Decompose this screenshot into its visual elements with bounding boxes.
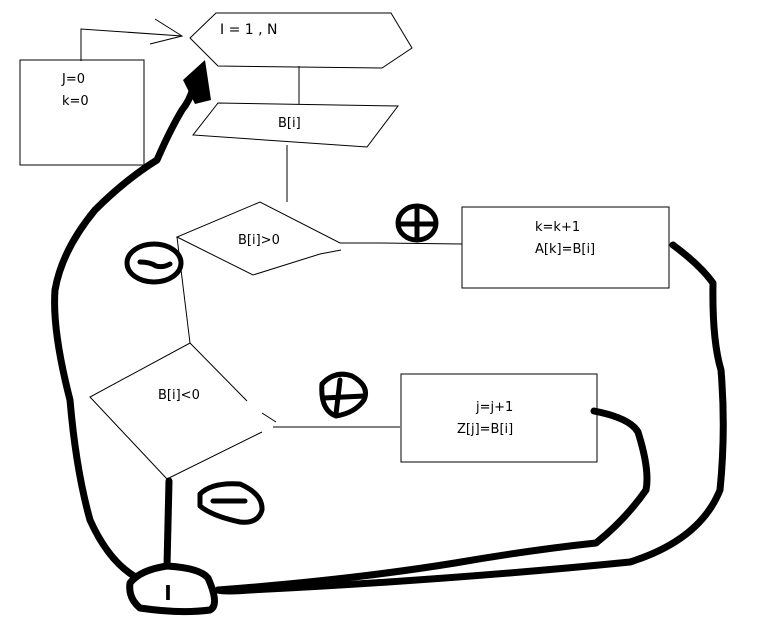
process-positive-line-2: A[k]=B[i] [535,242,595,257]
loop-end-blob: I [126,562,218,616]
positive-yes-connector [376,242,463,245]
positive-no-connector [176,236,191,344]
input-parallelogram: B[i] [192,102,399,148]
negative-yes-mark [319,371,368,419]
decision-positive: B[i]>0 [175,201,377,276]
positive-no-mark [124,241,184,285]
process-positive: k=k+1 A[k]=B[i] [461,206,670,289]
init-to-loop-connector [80,18,184,61]
decision-positive-label: B[i]>0 [238,233,280,248]
init-box: J=0 k=0 [19,59,145,166]
process-positive-line-1: k=k+1 [535,220,580,235]
process-negative: j=j+1 Z[j]=B[i] [400,373,598,463]
loop-hexagon: I = 1 , N [189,12,413,69]
positive-yes-mark [395,203,439,243]
decision-negative: B[i]<0 [89,342,277,480]
loop-back-arrowhead [183,60,211,104]
init-line-2: k=0 [62,94,89,109]
decision-negative-label: B[i]<0 [158,388,200,403]
process-negative-line-2: Z[j]=B[i] [457,422,513,437]
input-label: B[i] [278,116,301,131]
positive-return-path [214,241,727,595]
negative-no-connector [163,477,173,570]
loop-label: I = 1 , N [220,22,278,38]
loop-back-path [51,84,197,580]
loop-end-label: I [164,581,171,605]
negative-no-mark [197,481,265,525]
process-negative-line-1: j=j+1 [475,400,513,415]
negative-return-path [214,407,651,594]
init-line-1: J=0 [61,72,85,87]
